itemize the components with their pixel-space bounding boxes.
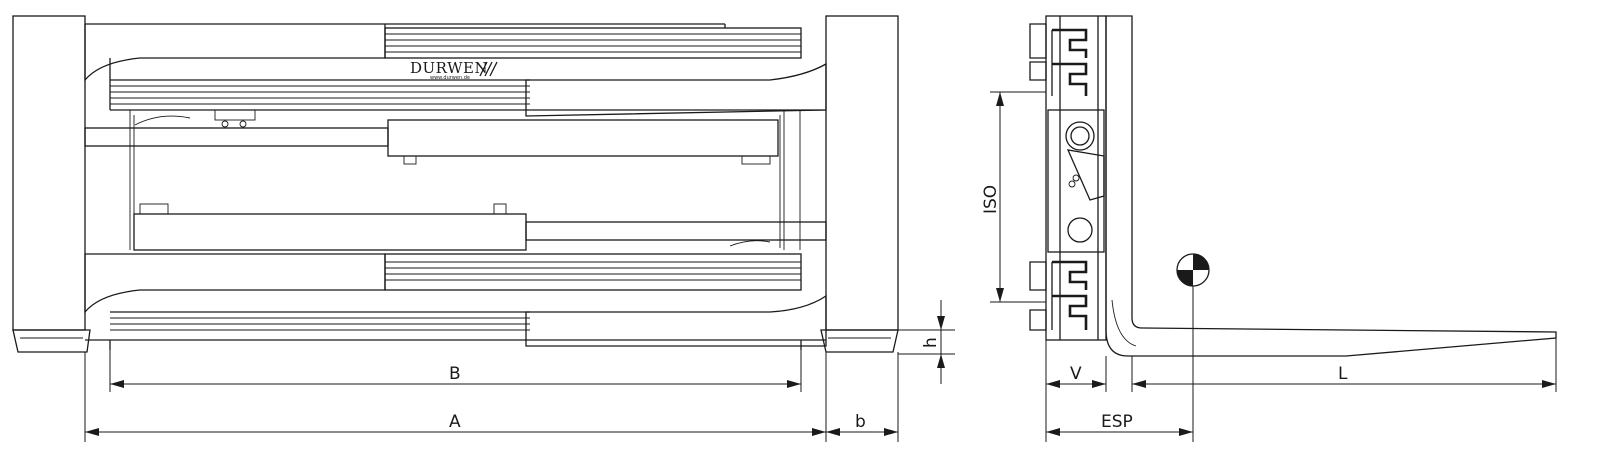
upper-rod [84, 109, 779, 165]
dimension-iso: ISO [981, 91, 1046, 303]
lower-right-cylinder [525, 294, 827, 347]
dimension-h-label: h [921, 337, 941, 348]
lower-profile-rail [110, 253, 802, 331]
upper-left-cylinder [84, 24, 386, 82]
dimension-v: V [1045, 340, 1107, 442]
carriage-mid [1047, 109, 1105, 253]
dimension-A-label: A [449, 412, 461, 432]
upper-profile-rail [109, 27, 826, 111]
carriage-frame [85, 23, 826, 350]
upper-right-cylinder [525, 62, 827, 117]
dimension-h: h [898, 300, 955, 384]
dimension-l: L [1131, 338, 1557, 392]
dimension-a-width: A [84, 352, 899, 442]
lower-hooks [1051, 260, 1088, 330]
dimension-b-fork: b [826, 412, 898, 436]
brand-url: www.durwen.de [430, 75, 470, 81]
left-fork-arm [12, 15, 91, 353]
dimension-B-label: B [449, 364, 461, 384]
upper-hooks [1051, 28, 1088, 96]
brand-name: DURWEN [410, 59, 488, 77]
center-of-gravity-marker [1176, 253, 1210, 442]
side-view: ISO V L ESP [981, 15, 1557, 442]
lower-left-cylinder [84, 253, 386, 314]
fork-side [1105, 15, 1557, 357]
dimension-L-label: L [1338, 364, 1348, 384]
dimension-b-width: B [109, 350, 802, 392]
lower-rod [133, 203, 827, 251]
brand-plate: DURWEN www.durwen.de [410, 59, 498, 81]
right-fork-arm [820, 15, 899, 353]
dimension-V-label: V [1070, 364, 1082, 384]
dimension-ISO-label: ISO [981, 185, 1001, 214]
front-view: DURWEN www.durwen.de [12, 15, 955, 442]
dimension-b-label: b [855, 412, 866, 432]
dimension-ESP-label: ESP [1101, 412, 1133, 432]
dimension-esp: ESP [1046, 412, 1193, 436]
